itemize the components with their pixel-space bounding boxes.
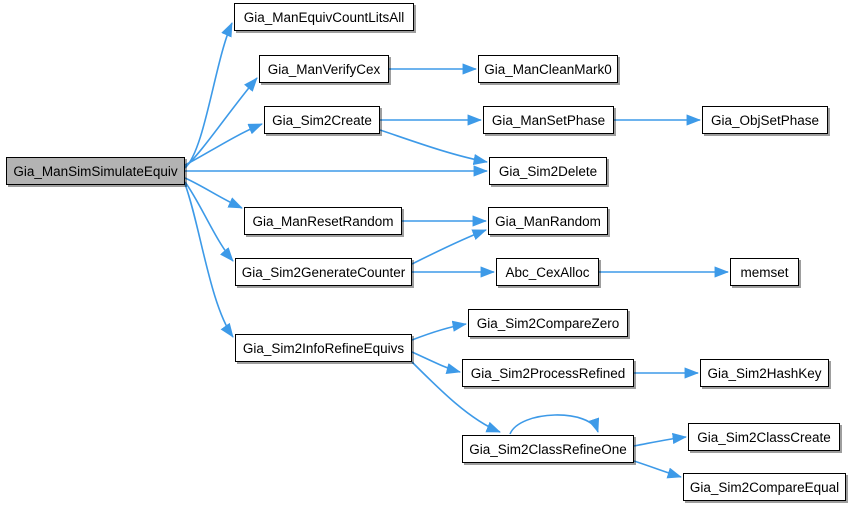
graph-node-label: Gia_Sim2ClassCreate: [697, 429, 831, 445]
edge-n3-to-n9: [379, 129, 488, 166]
graph-node-gia-sim2inforefineequivs[interactable]: Gia_Sim2InfoRefineEquivs: [235, 334, 412, 362]
graph-node-label: Gia_Sim2Create: [272, 112, 372, 128]
edge-n14-to-n14: [509, 414, 600, 435]
graph-node-label: Gia_ManSetPhase: [491, 112, 606, 128]
graph-node-gia-mancleanmark0[interactable]: Gia_ManCleanMark0: [478, 55, 618, 83]
graph-node-gia-sim2processrefined[interactable]: Gia_Sim2ProcessRefined: [462, 359, 634, 387]
edge-n0-to-n5: [184, 181, 234, 262]
graph-node-label: Gia_Sim2Delete: [498, 163, 598, 179]
graph-node-gia-objsetphase[interactable]: Gia_ObjSetPhase: [702, 106, 828, 134]
graph-node-label: Gia_ManVerifyCex: [267, 61, 381, 77]
graph-node-label: Gia_ManRandom: [495, 213, 601, 229]
graph-node-gia-sim2classrefineone[interactable]: Gia_Sim2ClassRefineOne: [462, 435, 634, 463]
edge-n14-to-n19: [633, 460, 682, 479]
graph-node-label: Gia_Sim2CompareEqual: [689, 479, 840, 495]
graph-node-label: Gia_ManResetRandom: [252, 213, 394, 229]
graph-node-label: Gia_Sim2GenerateCounter: [241, 264, 406, 280]
graph-node-label: memset: [740, 264, 789, 280]
graph-node-label: Gia_ManSimSimulateEquiv: [13, 163, 178, 179]
graph-node-gia-sim2create[interactable]: Gia_Sim2Create: [264, 106, 380, 134]
graph-node-gia-sim2generatecounter[interactable]: Gia_Sim2GenerateCounter: [235, 258, 412, 286]
graph-node-gia-sim2delete[interactable]: Gia_Sim2Delete: [489, 157, 607, 185]
graph-node-label: Gia_ManCleanMark0: [484, 61, 612, 77]
graph-node-label: Gia_Sim2CompareZero: [476, 315, 620, 331]
graph-node-label: Gia_Sim2HashKey: [707, 365, 822, 381]
graph-node-gia-sim2compareequal[interactable]: Gia_Sim2CompareEqual: [683, 473, 846, 501]
graph-node-gia-mansetphase[interactable]: Gia_ManSetPhase: [483, 106, 614, 134]
edge-n0-to-n1: [184, 22, 233, 169]
graph-node-label: Gia_Sim2ClassRefineOne: [469, 441, 627, 457]
edge-n0-to-n4: [184, 177, 243, 209]
graph-node-gia-manresetrandom[interactable]: Gia_ManResetRandom: [244, 207, 402, 235]
graph-node-abc-cexalloc[interactable]: Abc_CexAlloc: [496, 258, 599, 286]
graph-node-gia-sim2classcreate[interactable]: Gia_Sim2ClassCreate: [688, 423, 840, 451]
graph-node-label: Gia_ManEquivCountLitsAll: [243, 9, 405, 25]
graph-node-memset[interactable]: memset: [730, 258, 799, 286]
edge-n6-to-n14: [411, 361, 501, 433]
graph-node-label: Gia_ObjSetPhase: [710, 112, 820, 128]
edge-n14-to-n18: [633, 432, 687, 447]
graph-node-gia-manequivcountlitsall[interactable]: Gia_ManEquivCountLitsAll: [234, 3, 414, 31]
graph-node-label: Gia_Sim2ProcessRefined: [470, 365, 626, 381]
edge-n0-to-n3: [184, 123, 263, 166]
edge-n0-to-n6: [184, 183, 234, 338]
edge-n5-to-n10: [411, 229, 487, 265]
graph-node-gia-sim2comparezero[interactable]: Gia_Sim2CompareZero: [468, 309, 628, 337]
graph-node-gia-manrandom[interactable]: Gia_ManRandom: [488, 207, 608, 235]
graph-node-gia-mansimsimulateequiv[interactable]: Gia_ManSimSimulateEquiv: [6, 157, 185, 185]
edge-n6-to-n12: [411, 320, 467, 341]
edge-n6-to-n13: [411, 351, 461, 374]
graph-node-gia-manverifycex[interactable]: Gia_ManVerifyCex: [259, 55, 389, 83]
graph-node-label: Abc_CexAlloc: [505, 264, 590, 280]
graph-node-label: Gia_Sim2InfoRefineEquivs: [242, 340, 405, 356]
graph-node-gia-sim2hashkey[interactable]: Gia_Sim2HashKey: [700, 359, 829, 387]
edge-n0-to-n2: [184, 77, 258, 168]
